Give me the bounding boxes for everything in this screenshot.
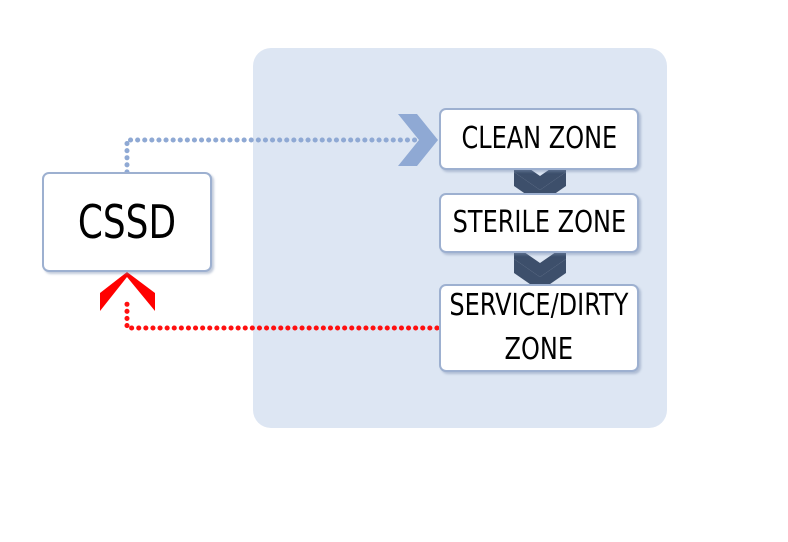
service-dirty-zone-label-line2: ZONE [504, 332, 574, 367]
outbound-dotted-line [124, 137, 418, 175]
service-dirty-zone-label-line1: SERVICE/DIRTY [449, 288, 629, 323]
cssd-label: CSSD [77, 195, 177, 249]
service-dirty-zone-box: SERVICE/DIRTY ZONE [439, 284, 639, 372]
clean-zone-box: CLEAN ZONE [439, 108, 639, 170]
clean-zone-label: CLEAN ZONE [461, 121, 617, 156]
return-dotted-line [124, 297, 440, 331]
outbound-arrowhead-icon [398, 114, 438, 166]
sterile-zone-box: STERILE ZONE [439, 193, 639, 253]
sterile-zone-label: STERILE ZONE [452, 205, 626, 240]
cssd-box: CSSD [42, 172, 212, 272]
return-arrowhead-icon [100, 272, 155, 311]
